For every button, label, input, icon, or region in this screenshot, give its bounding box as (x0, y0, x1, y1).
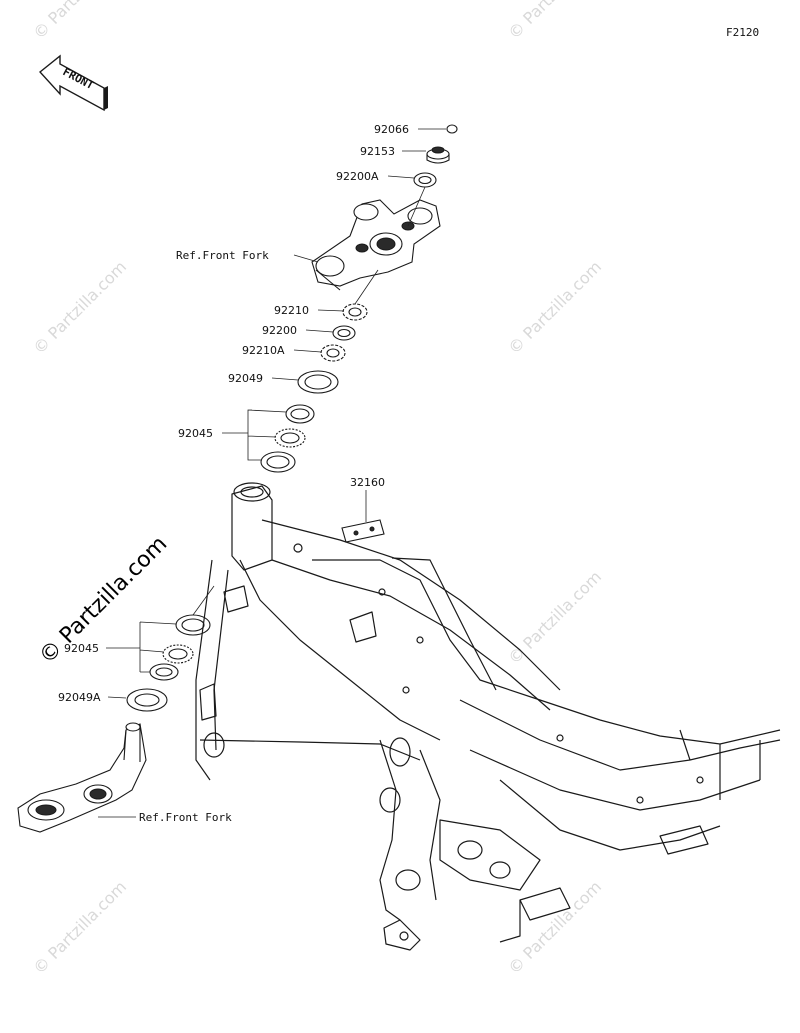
front-direction-arrow-icon: FRONT (38, 54, 108, 112)
part-label: 32160 (350, 476, 385, 489)
part-92049 (297, 370, 339, 394)
watermark: © Partzilla.com (504, 257, 605, 358)
part-92200 (332, 325, 356, 341)
part-label: 92200 (262, 324, 297, 337)
part-label: 92045 (64, 642, 99, 655)
watermark: © Partzilla.com (29, 0, 130, 43)
part-92153 (426, 146, 450, 164)
figure-code: F2120 (726, 26, 759, 39)
part-92210a (320, 344, 346, 362)
part-92045-upper (260, 404, 315, 473)
part-92049a (126, 688, 168, 712)
part-label: Ref.Front Fork (176, 249, 269, 262)
watermark: © Partzilla.com (29, 257, 130, 358)
leader-lines (98, 128, 446, 818)
part-label: 92049 (228, 372, 263, 385)
part-92210 (342, 303, 368, 321)
watermark: © Partzilla.com (504, 567, 605, 668)
part-label: Ref.Front Fork (139, 811, 232, 824)
part-label: 92210A (242, 344, 285, 357)
upper-triple-clamp (311, 199, 441, 291)
watermark-group: © Partzilla.com © Partzilla.com © Partzi… (29, 0, 605, 978)
part-labels: 92066 92153 92200A Ref.Front Fork 92210 … (58, 123, 409, 824)
motorcycle-frame (195, 482, 781, 951)
part-label: 92045 (178, 427, 213, 440)
part-92200a (413, 172, 437, 188)
part-92045-lower (149, 614, 211, 681)
part-label: 92153 (360, 145, 395, 158)
lower-triple-clamp (17, 722, 147, 833)
watermark: © Partzilla.com (504, 0, 605, 43)
part-label: 92049A (58, 691, 101, 704)
watermark: © Partzilla.com (29, 877, 130, 978)
watermark-main: © Partzilla.com (35, 532, 173, 670)
part-label: 92200A (336, 170, 379, 183)
part-92066 (446, 124, 458, 134)
part-label: 92066 (374, 123, 409, 136)
part-label: 92210 (274, 304, 309, 317)
part-32160 (341, 519, 385, 543)
